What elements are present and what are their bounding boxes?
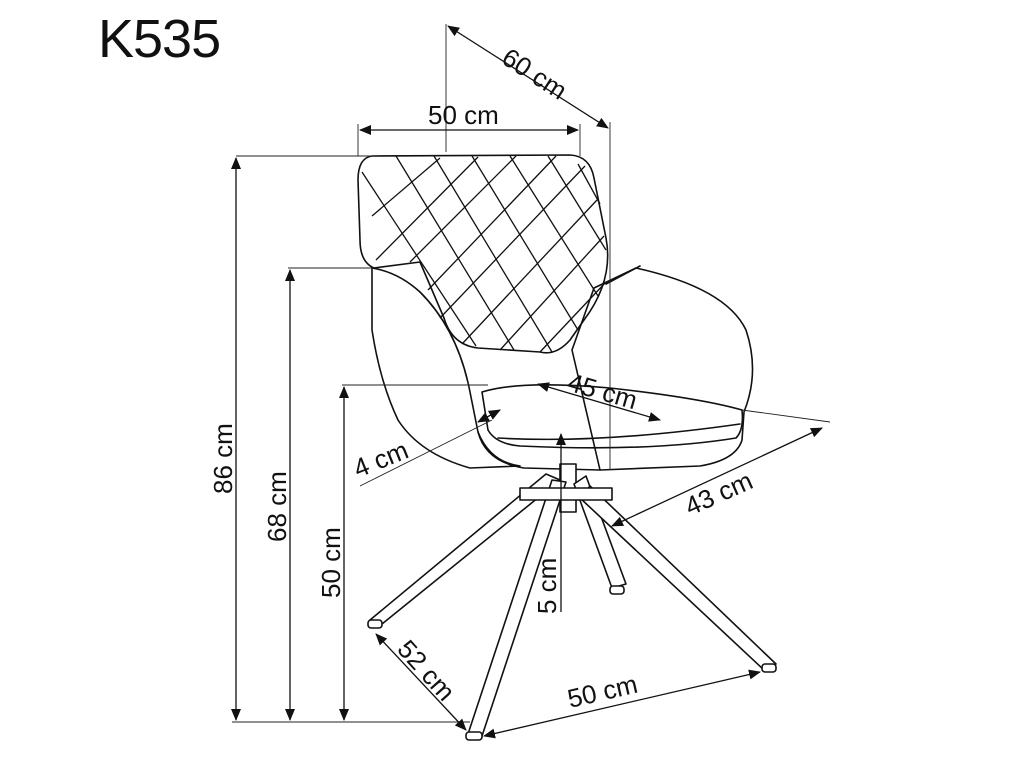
seat-bottom xyxy=(477,431,601,471)
backrest-quilting xyxy=(361,155,607,353)
dim-line-45 xyxy=(537,382,661,422)
label-seat-thickness: 4 cm xyxy=(349,435,412,484)
left-armrest xyxy=(371,267,521,469)
label-total-depth: 60 cm xyxy=(497,42,573,106)
dim-line-60 xyxy=(447,25,609,129)
label-total-height: 86 cm xyxy=(208,423,238,494)
backrest xyxy=(357,154,609,354)
dimension-lines xyxy=(231,25,823,739)
label-base-width: 50 cm xyxy=(565,669,641,714)
label-armrest-height: 68 cm xyxy=(262,471,292,542)
label-seat-height: 50 cm xyxy=(316,527,346,598)
extension-lines xyxy=(232,24,831,723)
leg-base-bar xyxy=(519,487,613,501)
chair-drawing xyxy=(357,154,777,741)
dim-line-43 xyxy=(611,427,823,527)
label-seat-width: 43 cm xyxy=(680,465,757,521)
label-base-depth: 52 cm xyxy=(392,634,462,707)
label-seat-depth: 45 cm xyxy=(564,367,640,415)
label-back-width: 50 cm xyxy=(428,100,499,130)
dim-line-50-base xyxy=(483,669,761,739)
dim-line-52 xyxy=(375,633,467,731)
label-leg-base-height: 5 cm xyxy=(532,558,562,614)
model-title: K535 xyxy=(98,9,221,69)
dim-line-4 xyxy=(477,409,501,423)
